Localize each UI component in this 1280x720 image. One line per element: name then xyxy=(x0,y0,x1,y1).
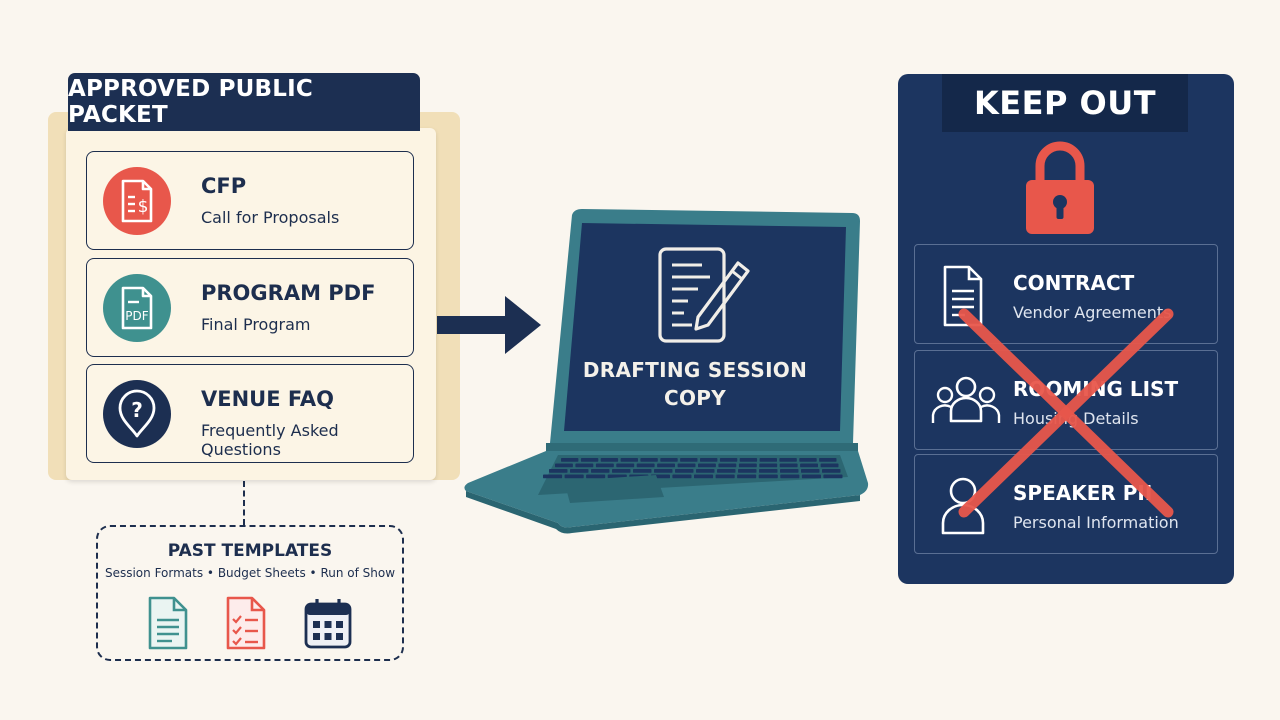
keyboard-key xyxy=(575,463,594,468)
laptop xyxy=(464,209,869,534)
keyboard-key xyxy=(780,474,800,479)
person-icon xyxy=(941,477,985,535)
keyboard-key xyxy=(696,469,715,473)
keyboard-key xyxy=(654,469,673,473)
keyboard-key xyxy=(738,469,757,473)
keyboard-key xyxy=(759,469,778,473)
keyboard-key xyxy=(612,469,631,473)
keep-out-item-title: ROOMING LIST xyxy=(1013,377,1179,401)
packet-item-venue-faq: ? VENUE FAQ Frequently Asked Questions xyxy=(86,364,414,463)
document-icon xyxy=(148,596,188,650)
keyboard-key xyxy=(759,463,778,468)
keyboard-key xyxy=(580,458,599,462)
keyboard-key xyxy=(657,463,675,468)
keep-out-item-contract: CONTRACT Vendor Agreements xyxy=(914,244,1218,344)
keep-out-panel: KEEP OUT CONTRACT Vendor Agreements ROOM… xyxy=(898,74,1234,584)
checklist-icon xyxy=(226,596,266,650)
keyboard-key xyxy=(640,458,658,462)
keyboard-key xyxy=(779,458,797,462)
templates-title: PAST TEMPLATES xyxy=(167,541,333,561)
keep-out-item-speaker-pii: SPEAKER PII Personal Information xyxy=(914,454,1218,554)
keyboard-key xyxy=(660,458,678,462)
keyboard-key xyxy=(717,469,736,473)
keyboard-key xyxy=(680,458,698,462)
keyboard-key xyxy=(636,463,655,468)
keyboard-key xyxy=(780,469,799,473)
keyboard-key xyxy=(555,463,573,468)
keyboard-key xyxy=(561,458,579,462)
past-templates-box: PAST TEMPLATES Session Formats • Budget … xyxy=(96,525,404,661)
arrow-right-icon xyxy=(437,296,541,354)
keyboard-key xyxy=(799,458,817,462)
invoice-dollar-icon: $ xyxy=(103,167,171,235)
keyboard-key xyxy=(759,458,777,462)
keyboard-key xyxy=(694,474,714,479)
keyboard-key xyxy=(672,474,692,479)
keyboard-key xyxy=(738,463,757,468)
templates-subtitle: Session Formats • Budget Sheets • Run of… xyxy=(104,566,396,580)
laptop-screen-label: DRAFTING SESSION COPY xyxy=(570,356,820,412)
document-pencil-icon xyxy=(658,247,750,343)
packet-item-title: CFP xyxy=(201,174,247,198)
keyboard-key xyxy=(823,474,843,479)
keep-out-item-subtitle: Housing Details xyxy=(1013,409,1139,428)
screen-label-line2: COPY xyxy=(663,386,727,410)
keyboard-key xyxy=(801,474,821,479)
keyboard-key xyxy=(739,458,758,462)
packet-sheet: $ CFP Call for Proposals PDF PROGRAM PDF… xyxy=(66,128,436,480)
svg-text:$: $ xyxy=(138,197,149,217)
keyboard-key xyxy=(600,458,619,462)
keep-out-item-title: CONTRACT xyxy=(1013,271,1135,295)
pdf-label: PDF xyxy=(125,309,148,323)
lock-icon xyxy=(1026,141,1094,234)
question-pin-icon: ? xyxy=(103,380,171,448)
keep-out-item-subtitle: Personal Information xyxy=(1013,513,1179,532)
packet-item-subtitle: Final Program xyxy=(201,315,311,334)
packet-item-program-pdf: PDF PROGRAM PDF Final Program xyxy=(86,258,414,357)
keyboard-key xyxy=(715,474,735,479)
keyboard-key xyxy=(719,458,738,462)
keyboard-key xyxy=(591,469,610,473)
keyboard-key xyxy=(698,463,716,468)
keyboard-key xyxy=(820,463,839,468)
keep-out-item-subtitle: Vendor Agreements xyxy=(1013,303,1172,322)
group-people-icon xyxy=(931,376,1001,423)
packet-title: APPROVED PUBLIC PACKET xyxy=(68,73,420,131)
contract-document-icon xyxy=(943,265,983,327)
keyboard-key xyxy=(564,474,584,479)
keyboard-key xyxy=(758,474,778,479)
keep-out-item-rooming-list: ROOMING LIST Housing Details xyxy=(914,350,1218,450)
keyboard-key xyxy=(737,474,757,479)
packet-item-cfp: $ CFP Call for Proposals xyxy=(86,151,414,250)
keyboard-key xyxy=(819,458,837,462)
keyboard-key xyxy=(677,463,696,468)
keyboard-key xyxy=(801,469,820,473)
keep-out-item-title: SPEAKER PII xyxy=(1013,481,1153,505)
keyboard-key xyxy=(822,469,841,473)
packet-item-subtitle: Call for Proposals xyxy=(201,208,340,227)
keyboard-key xyxy=(800,463,818,468)
packet-item-title: VENUE FAQ xyxy=(201,387,334,411)
keyboard-key xyxy=(779,463,798,468)
packet-item-subtitle: Frequently Asked Questions xyxy=(201,421,339,459)
screen-label-line1: DRAFTING SESSION xyxy=(582,358,808,382)
keyboard-key xyxy=(543,474,563,479)
svg-text:?: ? xyxy=(131,398,143,422)
keyboard-key xyxy=(595,463,614,468)
keyboard-key xyxy=(620,458,638,462)
keep-out-title: KEEP OUT xyxy=(942,74,1188,132)
keyboard-key xyxy=(616,463,635,468)
packet-item-title: PROGRAM PDF xyxy=(201,281,376,305)
calendar-icon xyxy=(304,599,352,649)
keyboard-key xyxy=(700,458,718,462)
keyboard-key xyxy=(570,469,589,473)
dashed-connector xyxy=(243,481,245,525)
keyboard-key xyxy=(549,469,568,473)
keyboard-key xyxy=(586,474,606,479)
keyboard-key xyxy=(718,463,737,468)
keyboard-key xyxy=(675,469,694,473)
keyboard-key xyxy=(633,469,652,473)
pdf-file-icon: PDF xyxy=(103,274,171,342)
